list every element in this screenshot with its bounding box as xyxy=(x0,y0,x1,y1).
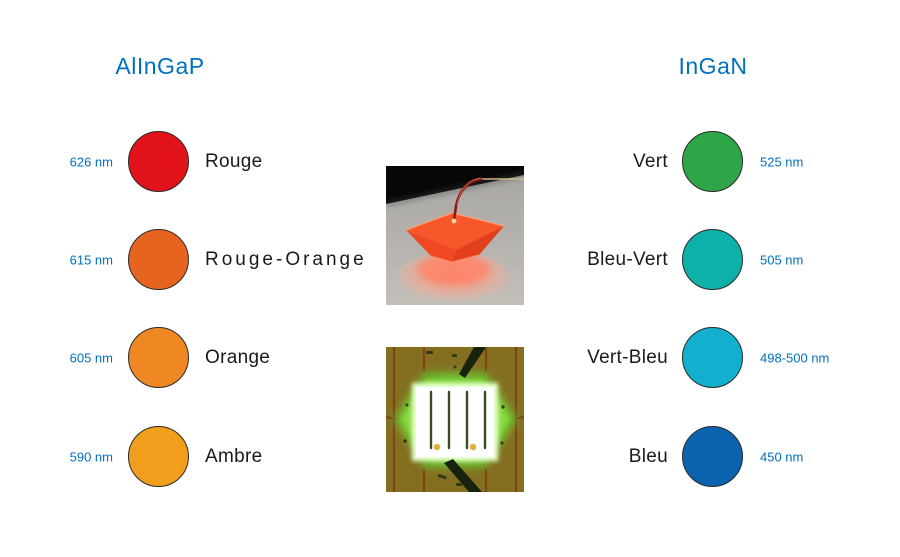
led-color-swatch xyxy=(128,426,189,487)
red-led-die-photo-art xyxy=(386,166,524,305)
led-row-bleu-vert: Bleu-Vert 505 nm xyxy=(0,229,900,291)
led-color-swatch xyxy=(682,426,743,487)
led-color-swatch xyxy=(128,327,189,388)
color-name-label: Rouge-Orange xyxy=(205,249,367,270)
led-color-swatch xyxy=(682,327,743,388)
wavelength-label: 498-500 nm xyxy=(760,350,830,366)
led-row-rouge: 626 nm Rouge xyxy=(0,131,900,193)
color-name-label: Vert xyxy=(633,151,668,172)
wavelength-label: 605 nm xyxy=(69,350,113,366)
led-row-ambre: 590 nm Ambre xyxy=(0,426,900,488)
wavelength-label: 525 nm xyxy=(760,154,804,170)
wavelength-label: 450 nm xyxy=(760,449,804,465)
led-row-vert-bleu: Vert-Bleu 498-500 nm xyxy=(0,327,900,389)
led-row-vert: Vert 525 nm xyxy=(0,131,900,193)
wavelength-label: 615 nm xyxy=(69,252,113,268)
green-led-chip-photo-art xyxy=(386,347,524,492)
color-name-label: Vert-Bleu xyxy=(587,347,668,368)
led-row-bleu: Bleu 450 nm xyxy=(0,426,900,488)
color-name-label: Ambre xyxy=(205,446,263,467)
color-name-label: Bleu-Vert xyxy=(587,249,668,270)
left-column-title: AlInGaP xyxy=(115,53,205,79)
led-color-swatch xyxy=(128,229,189,290)
led-color-swatch xyxy=(128,131,189,192)
led-row-rouge-orange: 615 nm Rouge-Orange xyxy=(0,229,900,291)
wavelength-label: 590 nm xyxy=(69,449,113,465)
led-row-orange: 605 nm Orange xyxy=(0,327,900,389)
led-color-swatch xyxy=(682,229,743,290)
green-led-chip-photo xyxy=(386,347,524,492)
red-led-die-photo xyxy=(386,166,524,305)
color-name-label: Bleu xyxy=(628,446,668,467)
right-column-title: InGaN xyxy=(678,53,748,79)
led-color-swatch xyxy=(682,131,743,192)
wavelength-label: 626 nm xyxy=(69,154,113,170)
color-name-label: Orange xyxy=(205,347,271,368)
wavelength-label: 505 nm xyxy=(760,252,804,268)
color-name-label: Rouge xyxy=(205,151,263,172)
